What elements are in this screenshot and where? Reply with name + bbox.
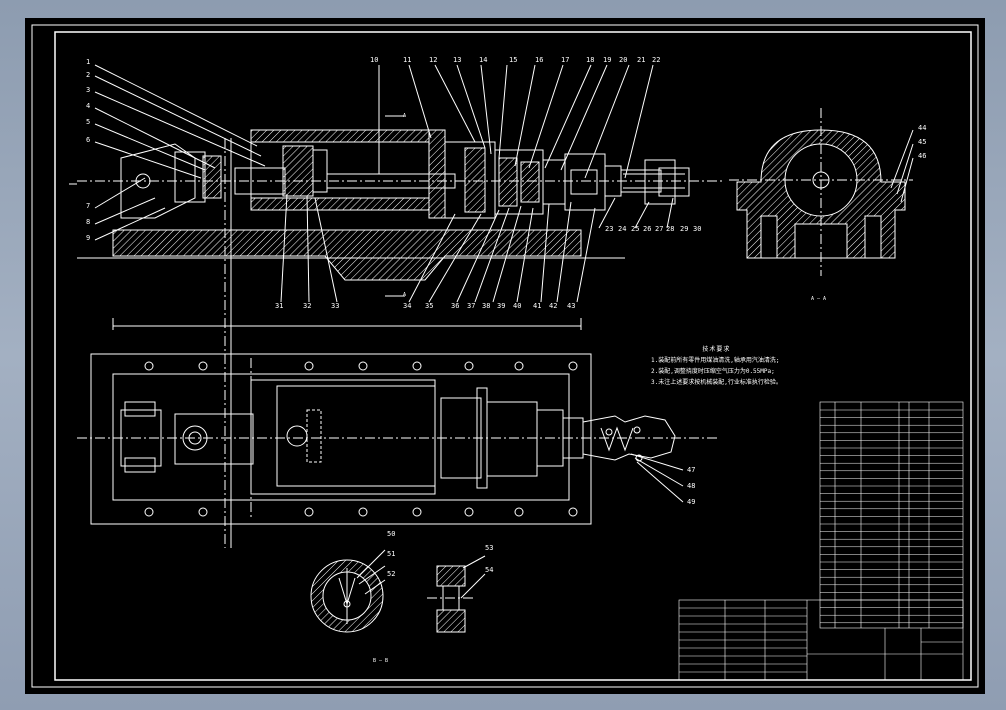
part-label: 54 — [485, 566, 494, 574]
part-label: 7 — [86, 202, 91, 210]
part-label: 32 — [303, 302, 312, 310]
part-label: 9 — [86, 234, 91, 242]
part-label: 24 — [618, 225, 627, 233]
part-label: 52 — [387, 570, 396, 578]
detail-view-spacer — [427, 555, 486, 633]
part-label: 50 — [387, 530, 396, 538]
part-label: 12 — [429, 56, 438, 64]
part-label: 33 — [331, 302, 340, 310]
part-label: 36 — [451, 302, 460, 310]
plan-view — [77, 353, 717, 525]
section-mark: A — [403, 113, 407, 119]
part-label: 1 — [86, 58, 91, 66]
finger-linkage — [604, 159, 690, 205]
part-label: 23 — [605, 225, 614, 233]
inner-border — [54, 31, 972, 681]
part-label: 8 — [86, 218, 91, 226]
part-label: 47 — [687, 466, 696, 474]
detail-view-bushing — [310, 549, 386, 633]
part-label: 41 — [533, 302, 542, 310]
part-label: 14 — [479, 56, 488, 64]
part-label: 38 — [482, 302, 491, 310]
gripper-fingers-plan — [582, 415, 676, 461]
part-label: 2 — [86, 71, 91, 79]
end-cap — [428, 129, 446, 219]
bolt-holes — [144, 361, 643, 517]
part-label: 40 — [513, 302, 522, 310]
part-label: 25 — [631, 225, 640, 233]
base-plate-plan — [90, 353, 592, 525]
part-label: 43 — [567, 302, 576, 310]
notes-title: 技术要求 — [702, 346, 731, 353]
part-label: 15 — [509, 56, 518, 64]
outer-border — [31, 24, 979, 688]
part-label: 49 — [687, 498, 696, 506]
main-section-view — [77, 115, 725, 548]
view-title: A — A — [811, 296, 827, 302]
part-label: 30 — [693, 225, 702, 233]
part-label: 34 — [403, 302, 412, 310]
part-label: 35 — [425, 302, 434, 310]
section-view-a-a — [729, 108, 914, 276]
part-label: 20 — [619, 56, 628, 64]
view-title: B — B — [373, 658, 389, 664]
part-label: 29 — [680, 225, 689, 233]
clevis-bracket — [120, 143, 196, 219]
part-label: 31 — [275, 302, 284, 310]
part-label: 5 — [86, 118, 91, 126]
technical-notes: 技术要求 1.装配前所有零件用煤油清洗,轴承用汽油清洗; 2.装配,调整挠度时压… — [651, 344, 782, 388]
assembly-drawing — [31, 24, 979, 688]
part-label: 6 — [86, 136, 91, 144]
part-label: 13 — [453, 56, 462, 64]
part-label: 18 — [586, 56, 595, 64]
part-label: 21 — [637, 56, 646, 64]
notes-line: 1.装配前所有零件用煤油清洗,轴承用汽油清洗; — [651, 357, 780, 364]
title-block — [678, 599, 964, 681]
part-label: 17 — [561, 56, 570, 64]
part-label: 11 — [403, 56, 412, 64]
parts-list-table — [819, 401, 964, 629]
part-label: 39 — [497, 302, 506, 310]
part-label: 27 — [655, 225, 664, 233]
leader-lines-top — [69, 64, 674, 303]
part-label: 4 — [86, 102, 91, 110]
part-label: 19 — [603, 56, 612, 64]
section-mark: A — [403, 292, 407, 298]
notes-line: 3.未注上述要求按机械装配,行业标准执行检验。 — [651, 379, 782, 386]
part-label: 10 — [370, 56, 379, 64]
part-label: 37 — [467, 302, 476, 310]
part-label: 42 — [549, 302, 558, 310]
part-label: 53 — [485, 544, 494, 552]
notes-line: 2.装配,调整挠度时压缩空气压力为0.55MPa; — [651, 368, 775, 375]
base-plate — [112, 229, 582, 281]
part-label: 3 — [86, 86, 91, 94]
part-label: 44 — [918, 124, 927, 132]
part-label: 16 — [535, 56, 544, 64]
part-label: 22 — [652, 56, 661, 64]
drawing-sheet: 1 2 3 4 5 6 7 8 9 10 11 12 13 14 15 16 1… — [25, 18, 985, 694]
part-label: 48 — [687, 482, 696, 490]
part-label: 28 — [666, 225, 675, 233]
part-label: 51 — [387, 550, 396, 558]
part-label: 46 — [918, 152, 927, 160]
part-label: 26 — [643, 225, 652, 233]
part-label: 45 — [918, 138, 927, 146]
